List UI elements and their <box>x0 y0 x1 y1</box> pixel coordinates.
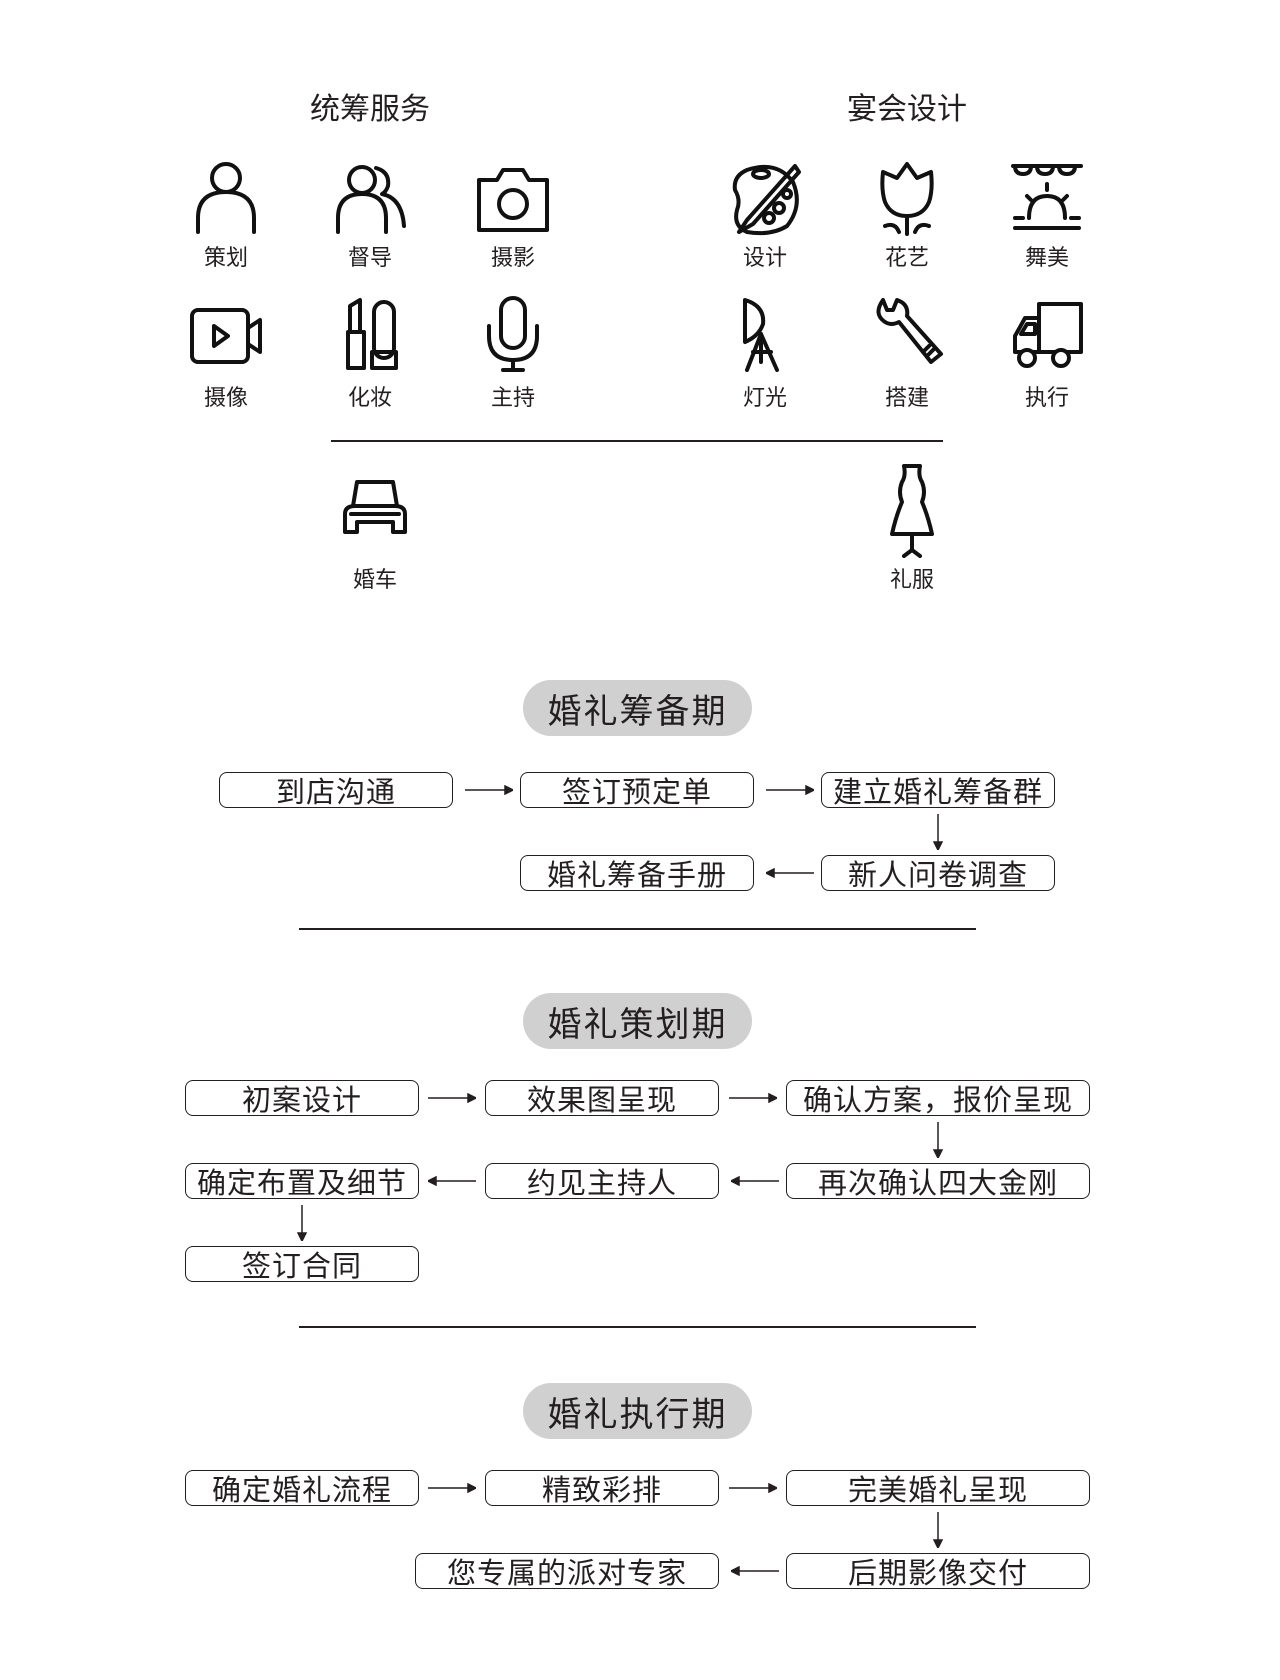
label-stage-art: 舞美 <box>1024 246 1070 271</box>
phase-title-preparation: 婚礼筹备期 <box>523 680 752 736</box>
label-floral: 花艺 <box>884 246 930 271</box>
label-makeup: 化妆 <box>347 386 393 411</box>
tulip-icon <box>869 160 945 236</box>
step-sign-booking: 签订预定单 <box>520 772 754 809</box>
label-execution: 执行 <box>1024 386 1070 411</box>
services-divider <box>331 440 943 442</box>
people-icon <box>332 160 408 236</box>
label-videography: 摄像 <box>203 386 249 411</box>
phase-divider <box>299 1326 976 1328</box>
label-design: 设计 <box>742 246 788 271</box>
video-camera-icon <box>188 296 264 372</box>
heading-banquet-design: 宴会设计 <box>847 92 967 127</box>
wrench-icon <box>869 296 945 372</box>
label-supervision: 督导 <box>347 246 393 271</box>
arrow-right-icon <box>465 785 513 795</box>
step-confirm-quote: 确认方案，报价呈现 <box>786 1080 1090 1117</box>
step-rehearsal: 精致彩排 <box>485 1470 719 1507</box>
arrow-right-icon <box>428 1093 476 1103</box>
step-finalize-details: 确定布置及细节 <box>185 1163 419 1200</box>
step-initial-design: 初案设计 <box>185 1080 419 1117</box>
arrow-down-icon <box>933 1512 943 1548</box>
phase-title-planning: 婚礼策划期 <box>523 993 752 1049</box>
arrow-down-icon <box>933 814 943 850</box>
arrow-right-icon <box>729 1483 777 1493</box>
step-create-group: 建立婚礼筹备群 <box>821 772 1055 809</box>
step-handbook: 婚礼筹备手册 <box>520 855 754 892</box>
label-wedding-car: 婚车 <box>352 568 398 593</box>
step-questionnaire: 新人问卷调查 <box>821 855 1055 892</box>
label-lighting: 灯光 <box>742 386 788 411</box>
step-confirm-vendors: 再次确认四大金刚 <box>786 1163 1090 1200</box>
lipstick-icon <box>332 296 408 372</box>
arrow-right-icon <box>766 785 814 795</box>
arrow-right-icon <box>428 1483 476 1493</box>
label-gown: 礼服 <box>889 568 935 593</box>
label-host: 主持 <box>490 386 536 411</box>
dress-form-icon <box>882 462 942 558</box>
label-photography: 摄影 <box>490 246 536 271</box>
arrow-left-icon <box>766 868 814 878</box>
heading-coordination-services: 统筹服务 <box>310 92 430 127</box>
phase-title-execution: 婚礼执行期 <box>523 1383 752 1439</box>
label-planning: 策划 <box>203 246 249 271</box>
step-perfect-wedding: 完美婚礼呈现 <box>786 1470 1090 1507</box>
arrow-left-icon <box>731 1566 779 1576</box>
arrow-left-icon <box>428 1176 476 1186</box>
arrow-right-icon <box>729 1093 777 1103</box>
step-video-delivery: 后期影像交付 <box>786 1553 1090 1590</box>
palette-icon <box>727 160 803 236</box>
arrow-down-icon <box>297 1205 307 1241</box>
car-icon <box>337 474 413 550</box>
label-construction: 搭建 <box>884 386 930 411</box>
step-meet-host: 约见主持人 <box>485 1163 719 1200</box>
step-store-visit: 到店沟通 <box>219 772 453 809</box>
arrow-down-icon <box>933 1122 943 1158</box>
person-icon <box>188 160 264 236</box>
camera-icon <box>475 160 551 236</box>
microphone-icon <box>475 296 551 372</box>
step-rendering: 效果图呈现 <box>485 1080 719 1117</box>
studio-light-icon <box>727 296 803 372</box>
truck-icon <box>1009 296 1085 372</box>
step-party-expert: 您专属的派对专家 <box>415 1553 719 1590</box>
step-sign-contract: 签订合同 <box>185 1246 419 1283</box>
phase-divider <box>299 928 976 930</box>
step-finalize-flow: 确定婚礼流程 <box>185 1470 419 1507</box>
arrow-left-icon <box>731 1176 779 1186</box>
stage-icon <box>1009 160 1085 236</box>
